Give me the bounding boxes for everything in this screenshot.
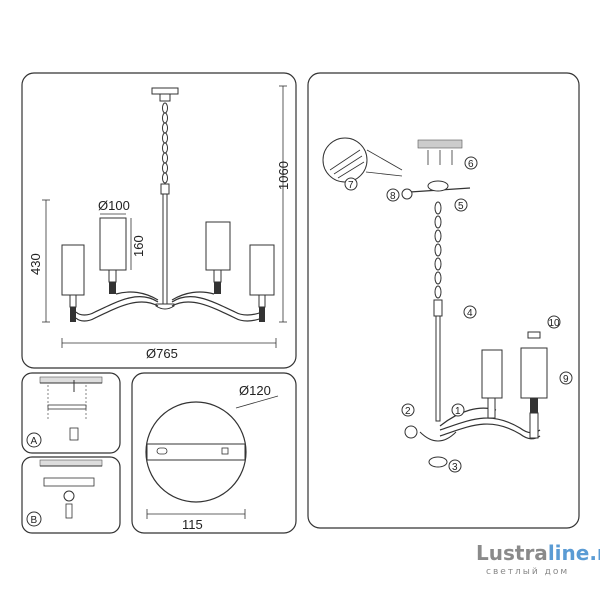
assembly-step-markers: 1 2 3 4 5 6 7 8 9 10 [344, 156, 573, 473]
step-8-label: 8 [390, 191, 396, 202]
body-height-dimension: 430 [28, 253, 43, 275]
step-1-label: 1 [455, 406, 461, 417]
step-10-label: 10 [549, 318, 561, 329]
shade-diameter-dimension: Ø100 [98, 198, 130, 213]
step-7-label: 7 [348, 180, 354, 191]
step-9-label: 9 [563, 374, 569, 385]
chain [162, 102, 168, 184]
lamp-shade-4 [249, 244, 275, 322]
step-6-label: 6 [468, 159, 474, 170]
watermark-logo: Lustraline.ru светлый дом [476, 541, 600, 577]
mount-b-panel: B [21, 456, 121, 534]
lamp-shade-3 [205, 221, 231, 294]
brand-tagline: светлый дом [486, 567, 569, 577]
canopy-diameter-dimension: Ø120 [239, 383, 271, 398]
assembly-panel: 1 2 3 4 5 6 7 8 9 10 [307, 72, 580, 529]
diameter-dimension: Ø765 [146, 346, 178, 361]
step-4-label: 4 [467, 308, 473, 319]
shade-height-dimension: 160 [131, 235, 146, 257]
arms [75, 291, 263, 322]
svg-text:Lustraline.ru: Lustraline.ru [476, 541, 600, 565]
canopy-width-dimension: 115 [182, 517, 203, 532]
mount-a-panel: A [21, 372, 121, 454]
step-5-label: 5 [458, 201, 464, 212]
step-2-label: 2 [405, 406, 411, 417]
brand-part-2: line.ru [548, 541, 600, 565]
height-dimension: 1060 [276, 161, 291, 190]
mount-b-label: B [31, 515, 38, 526]
brand-part-1: Lustra [476, 541, 548, 565]
main-view-panel: 1060 430 Ø765 Ø100 160 [21, 72, 297, 369]
lamp-shade-2 [99, 217, 127, 294]
mount-a-label: A [31, 436, 38, 447]
canopy-panel: Ø120 115 [131, 372, 297, 534]
lamp-shade-1 [61, 244, 85, 322]
step-3-label: 3 [452, 462, 458, 473]
